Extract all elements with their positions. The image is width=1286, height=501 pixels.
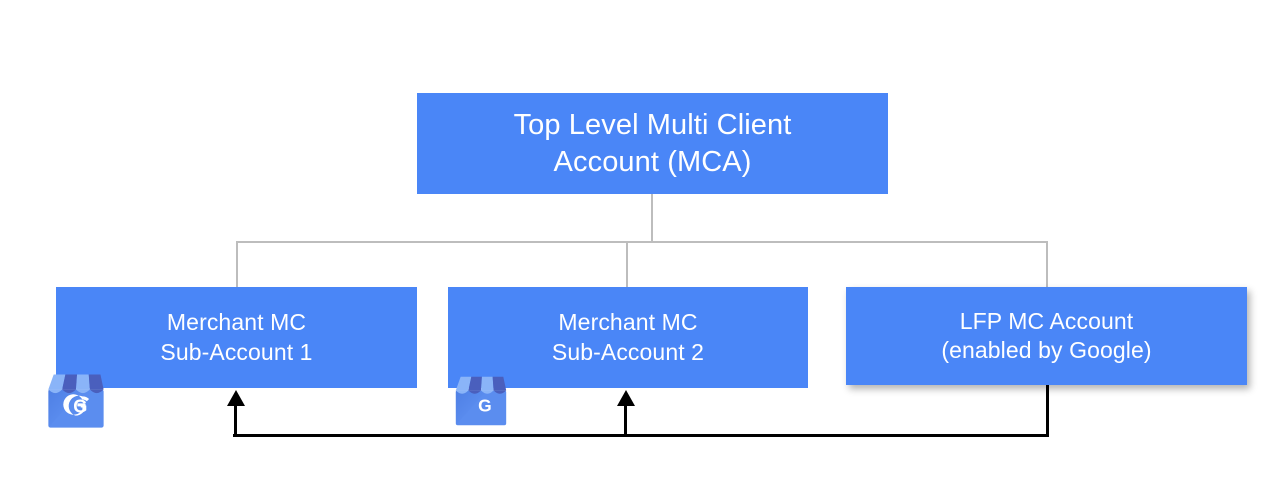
node-label: Merchant MC Sub-Account 1 [56,308,417,366]
connector-horizontal-bus [236,241,1048,243]
node-top-level-mca[interactable]: Top Level Multi Client Account (MCA) [417,93,888,194]
google-business-profile-icon: G [48,374,104,428]
node-lfp-mc-account[interactable]: LFP MC Account (enabled by Google) [846,287,1247,385]
feedback-line-horizontal [233,434,1049,437]
node-label-line1: LFP MC Account [959,307,1134,334]
svg-text:G: G [73,396,87,416]
node-label-line1: Merchant MC [558,309,698,336]
connector-drop-sub2 [626,241,628,288]
node-label-line1: Top Level Multi Client [513,108,792,141]
feedback-line-to-sub1 [234,404,237,436]
node-merchant-sub-account-2[interactable]: Merchant MC Sub-Account 2 [448,287,808,388]
node-label-line2: Sub-Account 2 [551,338,705,365]
node-label: Top Level Multi Client Account (MCA) [417,107,888,181]
feedback-line-to-sub2 [624,404,627,436]
node-label: LFP MC Account (enabled by Google) [846,307,1247,365]
node-label-line2: (enabled by Google) [941,337,1152,363]
connector-mca-stem [651,194,653,242]
node-label: Merchant MC Sub-Account 2 [448,308,808,366]
feedback-line-lfp-vertical [1046,385,1049,437]
node-label-line2: Sub-Account 1 [160,338,313,365]
svg-text:G: G [478,396,492,416]
connector-drop-sub1 [236,241,238,288]
node-merchant-sub-account-1[interactable]: Merchant MC Sub-Account 1 [56,287,417,388]
arrow-up-icon [617,390,635,406]
node-label-line2: Account (MCA) [553,145,752,178]
node-label-line1: Merchant MC [166,309,307,336]
arrow-up-icon [227,390,245,406]
connector-drop-lfp [1046,241,1048,288]
google-business-profile-icon: G [455,376,507,426]
